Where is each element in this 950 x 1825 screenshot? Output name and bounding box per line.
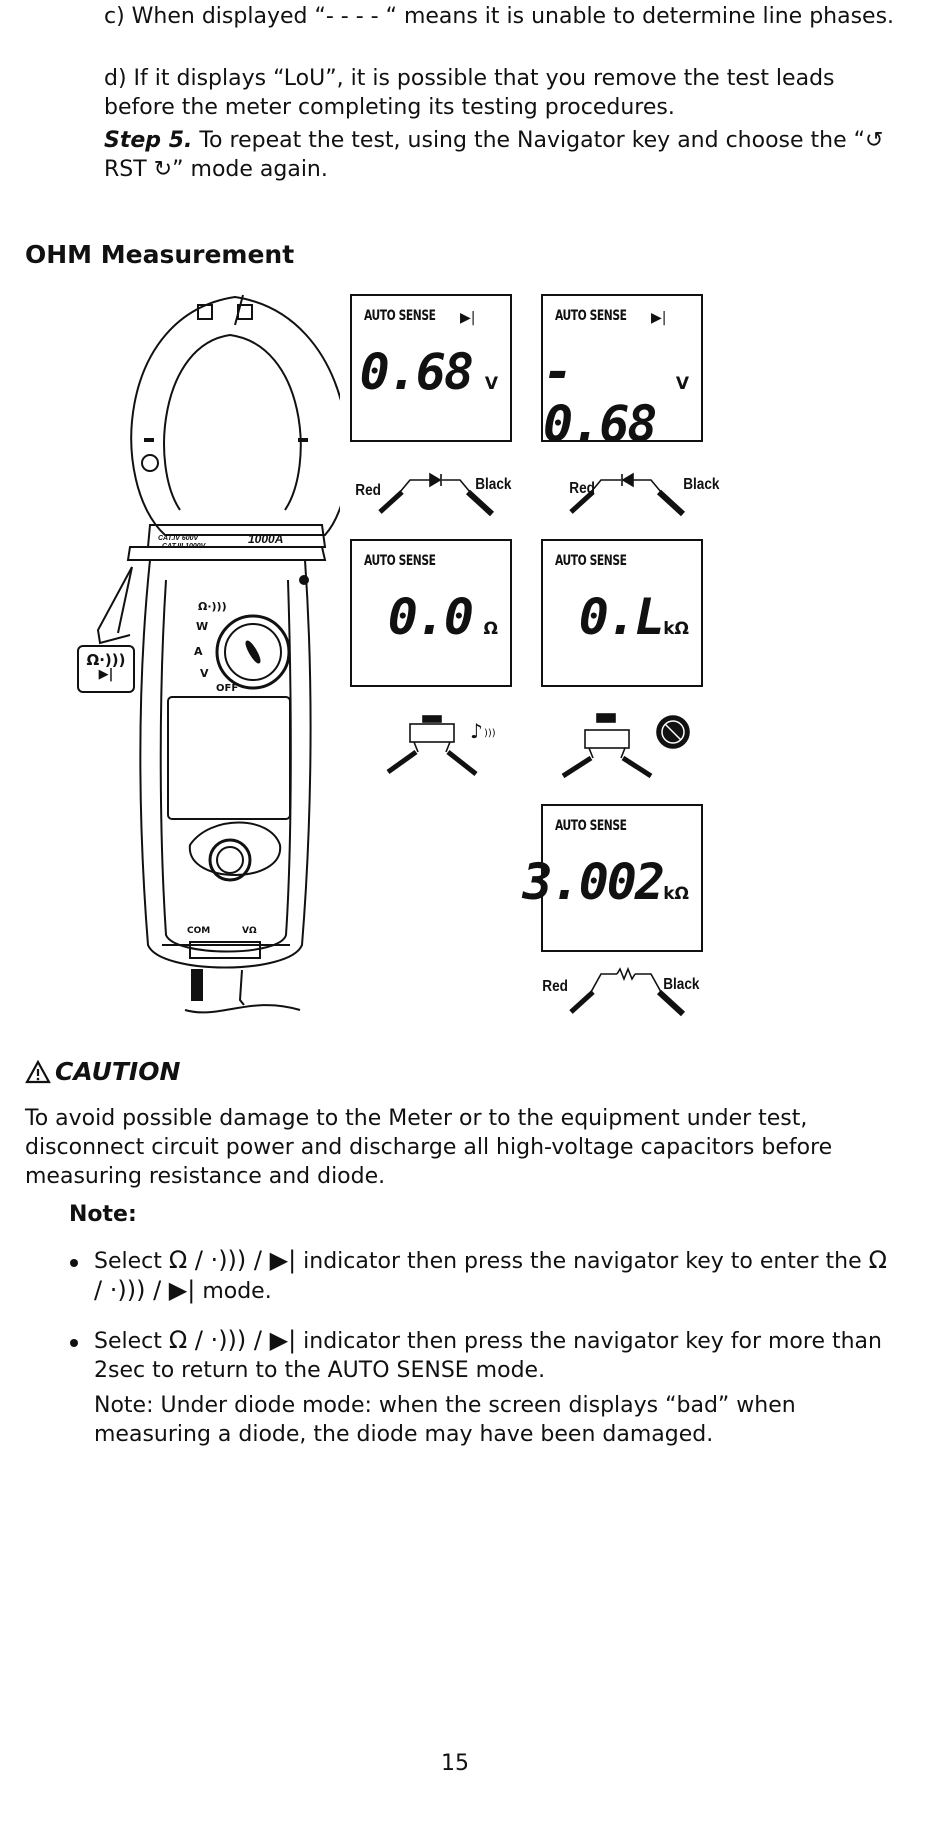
probe-continuity-closed-icon: ♪ ))) (386, 715, 496, 776)
dial-label-off: OFF (216, 683, 238, 694)
warning-icon (25, 1059, 51, 1083)
caution-heading: CAUTION (25, 1057, 180, 1086)
mode-symbols: Ω / ·))) / ▶| (168, 1246, 297, 1274)
lcd-value: 0.68 (359, 343, 474, 401)
probe-label-red: Red (542, 978, 568, 995)
section-title: OHM Measurement (25, 240, 295, 269)
lcd-value: - 0.68 (543, 343, 657, 453)
step5-paragraph: Step 5. To repeat the test, using the Na… (104, 126, 904, 184)
probe-diode-reverse-icon (569, 472, 686, 517)
ohm-callout-box: Ω·))) ▶| (77, 645, 135, 693)
lcd-diode-reverse: AUTO SENSE ▶| - 0.68 V (541, 294, 703, 450)
probe-continuity-open-icon (561, 713, 690, 779)
note-heading: Note: (69, 1202, 137, 1227)
lcd-unit: Ω (483, 619, 498, 639)
bullet1-pre: Select (94, 1249, 169, 1274)
lcd-unit: kΩ (663, 884, 689, 904)
bullet-icon (70, 1259, 78, 1267)
svg-text:))): ))) (484, 728, 496, 739)
step5-label: Step 5. (104, 128, 193, 153)
list-item: Select Ω / ·))) / ▶| indicator then pres… (70, 1326, 894, 1385)
probe-label-black: Black (663, 976, 700, 993)
bullet1-mid: indicator then press the navigator key t… (296, 1249, 869, 1274)
diode-icon: ▶| (460, 310, 476, 326)
terminal-v-label: VΩ (242, 926, 257, 936)
lcd-label: AUTO SENSE (555, 308, 627, 324)
dial-label-v: V (200, 667, 209, 680)
meter-rating-1: CAT.IV 600V (158, 535, 200, 542)
caution-body: To avoid possible damage to the Meter or… (25, 1106, 833, 1189)
probe-label-red: Red (355, 482, 381, 499)
lcd-diode-forward: AUTO SENSE ▶| 0.68 V (350, 294, 512, 442)
step5-text: To repeat the test, using the Navigator … (104, 128, 884, 182)
bullet1-post: mode. (195, 1279, 272, 1304)
probe-label-black: Black (475, 476, 512, 493)
clamp-meter-illustration: CAT.IV 600V CAT.III 1000V 1000A Ω·))) W … (96, 294, 340, 1014)
lcd-unit: V (484, 374, 498, 394)
dial-label-a: A (194, 645, 203, 658)
dial-label-ohm: Ω·))) (198, 600, 227, 613)
probe-diode-forward-icon (378, 472, 495, 517)
mode-symbols: Ω / ·))) / ▶| (94, 1246, 887, 1304)
bullet2-pre: Select (94, 1329, 169, 1354)
mode-symbols: Ω / ·))) / ▶| (168, 1326, 297, 1354)
bullet-icon (70, 1339, 78, 1347)
diode-icon: ▶| (651, 310, 667, 326)
caution-title: CAUTION (55, 1057, 181, 1086)
page-number: 15 (441, 1751, 469, 1776)
lcd-value: 0.L (578, 588, 665, 646)
svg-text:♪: ♪ (470, 719, 483, 743)
dial-label-w: W (196, 620, 208, 633)
lcd-value: 3.002 (522, 853, 665, 911)
lcd-label: AUTO SENSE (555, 818, 627, 834)
text-line-c: c) When displayed “- - - - “ means it is… (104, 4, 895, 29)
diode-note: Note: Under diode mode: when the screen … (94, 1393, 796, 1447)
lcd-value: 0.0 (387, 588, 474, 646)
text-line-d: d) If it displays “LoU”, it is possible … (104, 66, 835, 120)
lcd-unit: kΩ (663, 619, 689, 639)
list-item: Select Ω / ·))) / ▶| indicator then pres… (70, 1246, 894, 1306)
probe-label-red: Red (569, 480, 595, 497)
lcd-resistance: AUTO SENSE 3.002 kΩ (522, 804, 703, 952)
lcd-continuity-closed: AUTO SENSE 0.0 Ω (350, 539, 512, 687)
lcd-unit: V (675, 374, 689, 394)
terminal-com-label: COM (187, 926, 210, 936)
meter-rating-2: CAT.III 1000V (162, 543, 207, 550)
probe-resistance-icon (569, 966, 686, 1017)
lcd-continuity-open: AUTO SENSE 0.L kΩ (541, 539, 703, 687)
bullet2-post: indicator then press the navigator key f… (94, 1329, 882, 1383)
ohm-callout-symbol: Ω·))) (86, 651, 126, 669)
lcd-label: AUTO SENSE (555, 553, 627, 569)
meter-clamp-rating: 1000A (248, 532, 283, 546)
lcd-label: AUTO SENSE (364, 553, 436, 569)
lcd-label: AUTO SENSE (364, 308, 436, 324)
probe-label-black: Black (683, 476, 720, 493)
diode-icon: ▶| (98, 667, 114, 682)
